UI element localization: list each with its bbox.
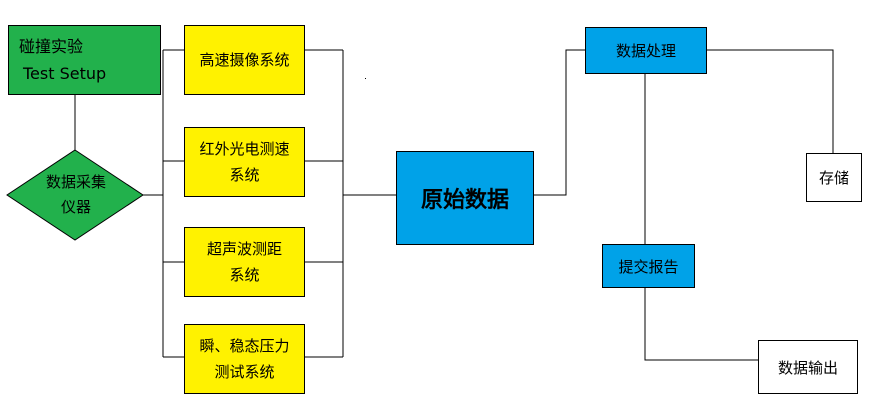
connector-raw-processing [534,49,585,196]
submit-report-box: 提交报告 [602,244,695,288]
test-setup-box: 碰撞实验 Test Setup [8,25,161,95]
ultrasonic-distance-box: 超声波测距 系统 [184,227,305,297]
data-processing-box: 数据处理 [585,27,707,74]
submit-report-label: 提交报告 [618,257,679,276]
system-label: 高速摄像系统 [199,51,290,69]
system-label: 超声波测距 [206,240,282,258]
infrared-speed-box: 红外光电测速 系统 [184,127,305,197]
system-label: 瞬、稳态压力 [199,337,290,355]
pressure-test-box: 瞬、稳态压力 测试系统 [184,324,305,394]
test-setup-label-en: Test Setup [23,64,107,83]
connector-report-output [644,288,758,361]
data-output-box: 数据输出 [758,340,858,394]
storage-label: 存储 [818,169,849,187]
daq-diamond [6,149,144,241]
stray-dot [365,78,366,79]
data-output-label: 数据输出 [777,358,838,377]
system-label: 红外光电测速 [199,140,290,158]
system-label: 系统 [229,166,260,184]
raw-data-label: 原始数据 [420,188,509,213]
high-speed-camera-box: 高速摄像系统 [184,25,305,95]
test-setup-label-cn: 碰撞实验 [19,37,84,56]
raw-data-box: 原始数据 [396,151,534,245]
system-label: 测试系统 [214,363,275,381]
connector-processing-storage [707,49,834,153]
daq-label-line2: 仪器 [60,198,91,216]
system-label: 系统 [229,266,260,284]
data-processing-label: 数据处理 [615,42,676,60]
daq-label: 数据采集 仪器 [8,170,144,220]
daq-label-line1: 数据采集 [45,173,106,191]
storage-box: 存储 [806,153,862,202]
